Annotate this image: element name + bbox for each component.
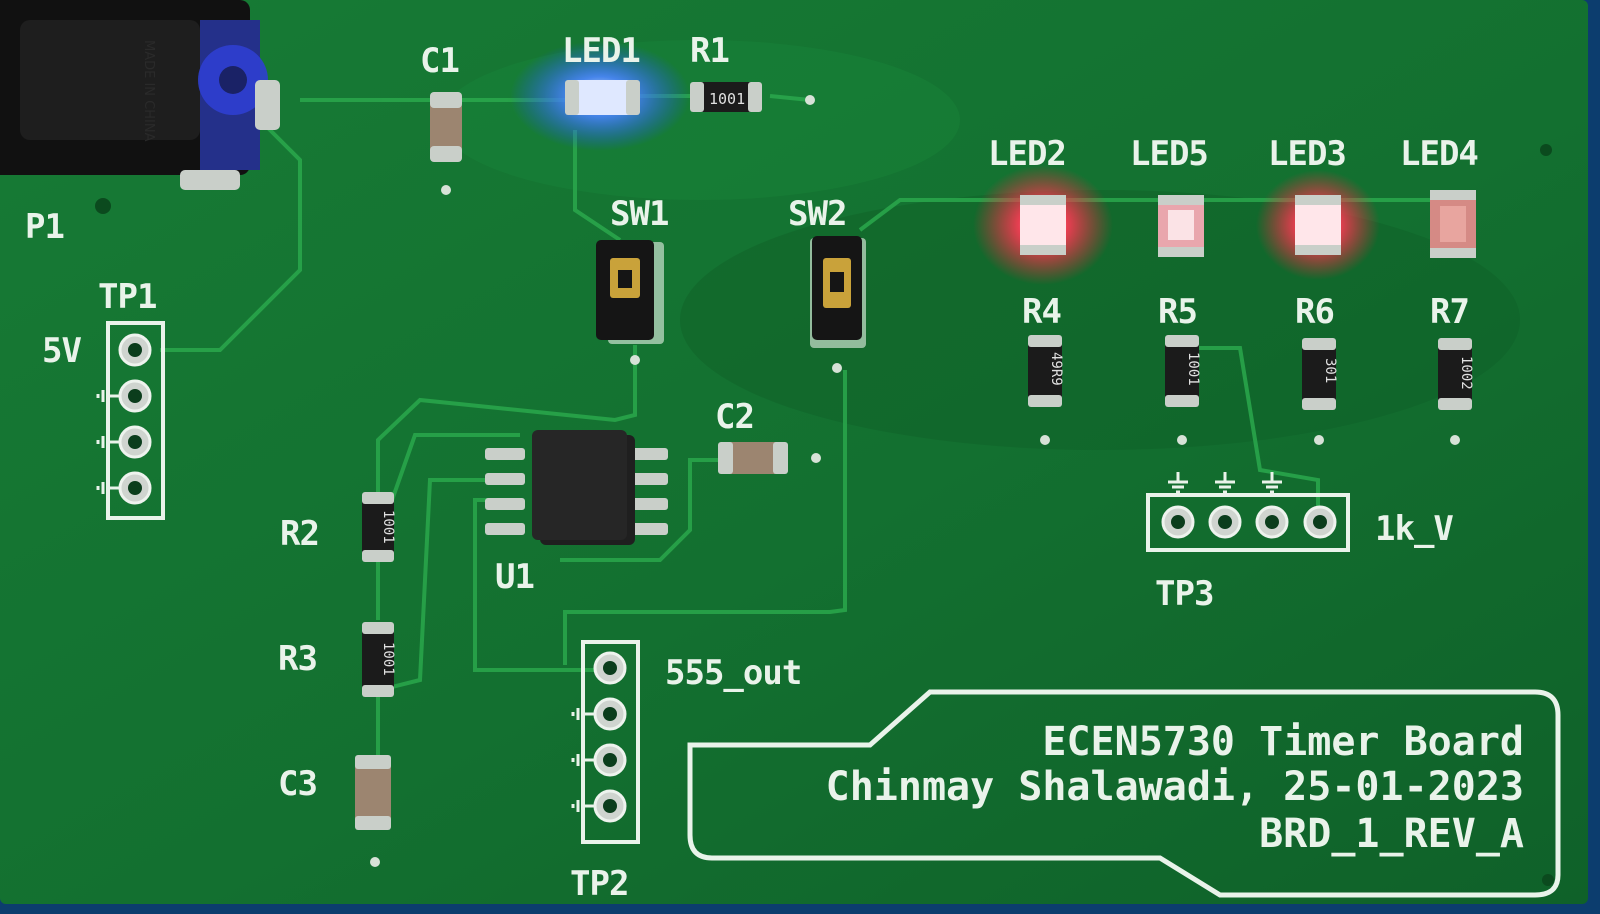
r7-label: R7 xyxy=(1430,292,1469,332)
title-block: ECEN5730 Timer Board Chinmay Shalawadi, … xyxy=(687,689,1561,898)
dc-barrel-jack-p1: MADE IN CHINA xyxy=(0,0,280,190)
capacitor-c3 xyxy=(355,755,391,867)
tp1-5v-label: 5V xyxy=(42,331,81,371)
sw1-label: SW1 xyxy=(610,194,668,234)
resistor-r1: 1001 xyxy=(690,82,815,112)
led5-red-dim xyxy=(1158,195,1204,257)
test-point-tp3 xyxy=(1146,470,1350,552)
led2-red-lit xyxy=(1020,195,1066,255)
c1-label: C1 xyxy=(420,41,459,81)
tp1-label: TP1 xyxy=(98,277,156,317)
tp2-out-label: 555_out xyxy=(665,653,801,693)
r2-code: 1001 xyxy=(380,510,396,544)
resistor-r7: 1002 xyxy=(1438,338,1474,445)
r6-code: 301 xyxy=(1322,358,1338,383)
capacitor-c2 xyxy=(718,442,821,474)
copper-traces xyxy=(160,94,1440,760)
c2-label: C2 xyxy=(715,397,754,437)
c3-label: C3 xyxy=(278,764,317,804)
led3-label: LED3 xyxy=(1268,134,1346,174)
r2-label: R2 xyxy=(280,514,319,554)
led3-red-lit xyxy=(1295,195,1341,255)
led4-label: LED4 xyxy=(1400,134,1478,174)
title-line-1: ECEN5730 Timer Board xyxy=(1042,719,1524,765)
connector-marking: MADE IN CHINA xyxy=(141,40,156,142)
ic-u1-555-timer xyxy=(485,430,668,545)
r1-code: 1001 xyxy=(709,90,745,108)
r1-label: R1 xyxy=(690,31,729,71)
r3-code: 1001 xyxy=(380,642,396,676)
r5-code: 1001 xyxy=(1185,352,1201,386)
tp3-label: TP3 xyxy=(1155,574,1213,614)
u1-label: U1 xyxy=(495,557,534,597)
resistor-r4: 49R9 xyxy=(1028,335,1064,445)
tp3-out-label: 1k_V xyxy=(1375,509,1453,549)
resistor-r3: 1001 xyxy=(362,622,396,697)
jumper-sw1 xyxy=(596,240,664,344)
sw2-label: SW2 xyxy=(788,194,846,234)
capacitor-c1 xyxy=(430,92,462,195)
led5-label: LED5 xyxy=(1130,134,1208,174)
test-point-tp1 xyxy=(96,321,165,520)
led1-label: LED1 xyxy=(562,31,640,71)
p1-label: P1 xyxy=(25,207,64,247)
resistor-r5: 1001 xyxy=(1165,335,1201,445)
resistor-r6: 301 xyxy=(1302,338,1338,445)
r7-code: 1002 xyxy=(1458,356,1474,390)
led4-red-off xyxy=(1430,190,1476,258)
test-point-tp2 xyxy=(571,640,640,844)
jumper-sw2 xyxy=(810,236,866,348)
title-line-3: BRD_1_REV_A xyxy=(1259,811,1524,857)
title-line-2: Chinmay Shalawadi, 25-01-2023 xyxy=(826,764,1524,810)
tp2-label: TP2 xyxy=(570,864,628,904)
r4-label: R4 xyxy=(1022,292,1061,332)
r4-code: 49R9 xyxy=(1048,352,1064,386)
r3-label: R3 xyxy=(278,639,317,679)
r5-label: R5 xyxy=(1158,292,1197,332)
led1-blue-lit xyxy=(565,80,640,115)
resistor-r2: 1001 xyxy=(362,492,396,562)
led2-label: LED2 xyxy=(988,134,1066,174)
r6-label: R6 xyxy=(1295,292,1334,332)
